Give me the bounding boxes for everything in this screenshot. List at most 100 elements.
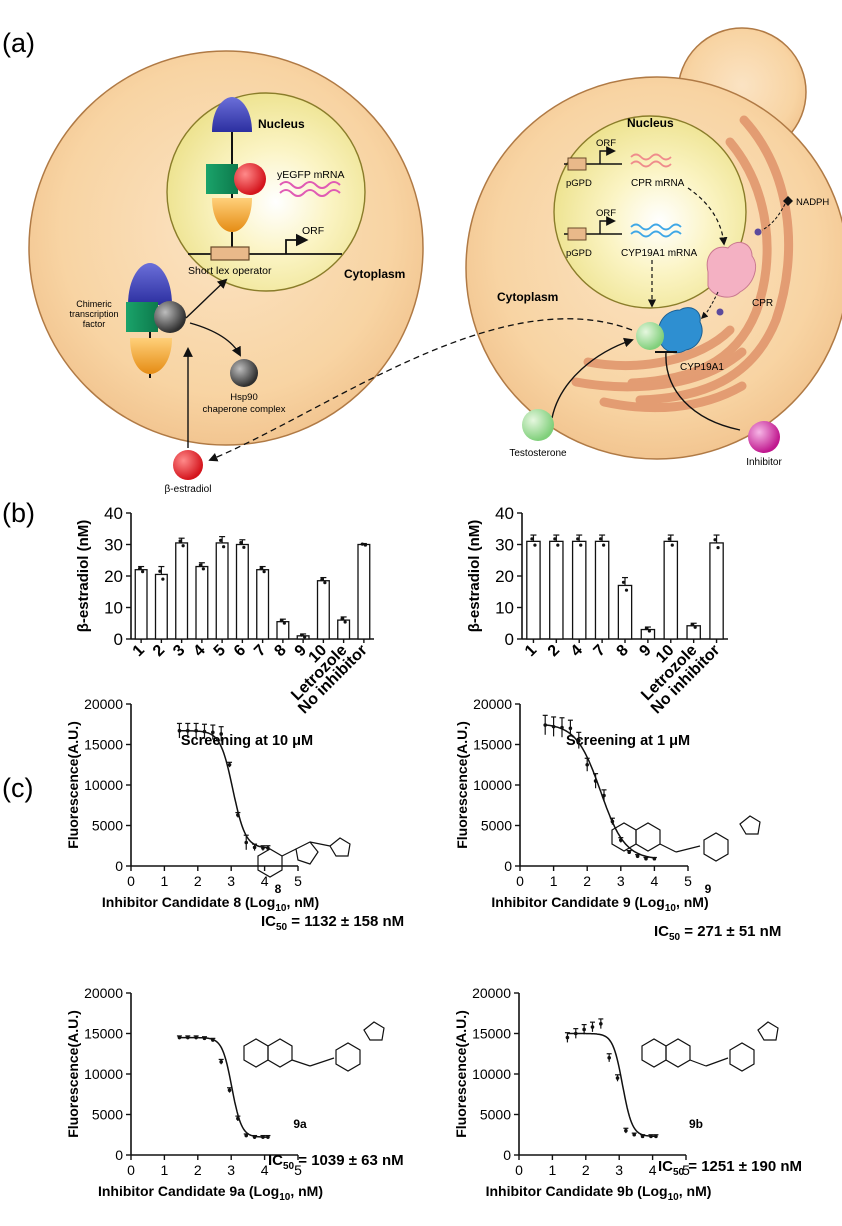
data-point (244, 840, 249, 845)
data-point (202, 1036, 207, 1041)
data-point (640, 1134, 645, 1139)
y-axis-label: Fluorescence(A.U.) (453, 1010, 469, 1138)
replicate-point (222, 545, 226, 549)
y-tick-label: 5000 (92, 818, 123, 834)
panel-label-a: (a) (2, 28, 35, 58)
data-point (261, 1135, 265, 1139)
data-point (615, 1076, 620, 1080)
data-point (236, 1116, 240, 1121)
replicate-point (556, 543, 560, 547)
x-tick-label: 3 (615, 1162, 623, 1178)
bar (549, 540, 564, 640)
x-tick-label: 0 (515, 1162, 523, 1178)
replicate-point (693, 625, 697, 629)
panel-label-b: (b) (2, 498, 35, 528)
estradiol-label: β-estradiol (165, 484, 212, 495)
replicate-point (303, 635, 307, 639)
bar (235, 543, 249, 640)
x-tick-label: 2 (150, 642, 168, 660)
bar (526, 540, 541, 640)
y-tick-label: 10 (104, 599, 123, 618)
bar (134, 569, 148, 640)
y-tick-label: 0 (503, 1147, 511, 1163)
right-yeast-cell: Nucleus ORF pGPD CPR mRNA ORF pGPD CYP19… (465, 76, 842, 460)
ic50-label: IC50 = 1039 ± 63 nM (268, 1152, 404, 1172)
data-point (560, 725, 564, 730)
replicate-point (716, 546, 720, 550)
y-tick-label: 15000 (84, 1026, 123, 1042)
y-tick-label: 0 (504, 858, 512, 874)
right-nucleus-label: Nucleus (627, 116, 674, 130)
data-point (577, 738, 581, 743)
replicate-point (323, 581, 327, 585)
data-point (219, 1060, 223, 1064)
pgpd-label-1: pGPD (566, 178, 592, 189)
data-point (261, 846, 265, 850)
x-axis-label: Inhibitor Candidate 9 (Log10, nM) (491, 894, 708, 914)
data-point (632, 1132, 637, 1137)
testosterone-in-er (636, 322, 664, 350)
inhibitor-label: Inhibitor (746, 457, 782, 468)
y-axis-label: Fluorescence(A.U.) (454, 721, 470, 849)
replicate-point (360, 542, 364, 546)
testosterone-label: Testosterone (509, 448, 567, 459)
data-point (654, 1134, 658, 1139)
y-tick-label: 15000 (84, 737, 123, 753)
replicate-point (158, 569, 162, 573)
replicate-point (624, 588, 629, 592)
y-tick-label: 15000 (472, 1026, 511, 1042)
replicate-point (219, 538, 223, 543)
y-tick-label: 0 (115, 858, 123, 874)
y-tick-label: 0 (505, 630, 514, 649)
data-point (185, 1035, 190, 1040)
data-point (236, 813, 240, 817)
estradiol-export-arrow (208, 318, 633, 462)
data-point (627, 850, 631, 855)
replicate-point (161, 577, 165, 581)
compound-label: 9b (689, 1117, 703, 1131)
data-point (590, 1025, 595, 1029)
y-tick-label: 20 (495, 567, 514, 586)
y-tick-label: 30 (495, 536, 514, 555)
testosterone-ball (522, 409, 554, 441)
x-tick-label: 3 (227, 873, 235, 889)
data-point (202, 729, 207, 734)
data-point (607, 1056, 611, 1060)
x-tick-label: 0 (516, 873, 524, 889)
data-point (194, 728, 198, 733)
y-tick-label: 10000 (473, 777, 512, 793)
x-tick-label: 1 (550, 873, 558, 889)
cpr-mrna-label: CPR mRNA (631, 178, 685, 189)
x-tick-label: 4 (261, 1162, 269, 1178)
replicate-point (533, 543, 537, 547)
tf-label-1: Chimeric (76, 299, 112, 309)
data-point (177, 1035, 182, 1040)
x-tick-label: 8 (271, 642, 289, 660)
x-tick-label: 1 (522, 642, 540, 660)
bar (256, 569, 270, 640)
y-tick-label: 5000 (481, 818, 512, 834)
cyp19a1-label: CYP19A1 (680, 362, 724, 373)
chimeric-transcription-factor (126, 263, 186, 378)
x-tick-label: 1 (130, 642, 148, 660)
replicate-point (530, 537, 534, 541)
x-tick-label: 8 (614, 642, 632, 660)
data-point (619, 838, 623, 842)
tf-label-3: factor (83, 319, 106, 329)
x-tick-label: 2 (583, 873, 591, 889)
replicate-point (553, 537, 557, 541)
data-point (644, 856, 648, 861)
data-point (610, 819, 615, 824)
x-tick-label: 1 (161, 873, 169, 889)
structure-8 (257, 837, 351, 878)
data-point (252, 845, 257, 850)
tf-label-2: transcription (69, 309, 118, 319)
cpr-label: CPR (752, 298, 773, 309)
data-point (551, 724, 556, 729)
compound-label: 9a (293, 1117, 307, 1131)
data-point (211, 730, 215, 735)
data-point (649, 1134, 653, 1139)
